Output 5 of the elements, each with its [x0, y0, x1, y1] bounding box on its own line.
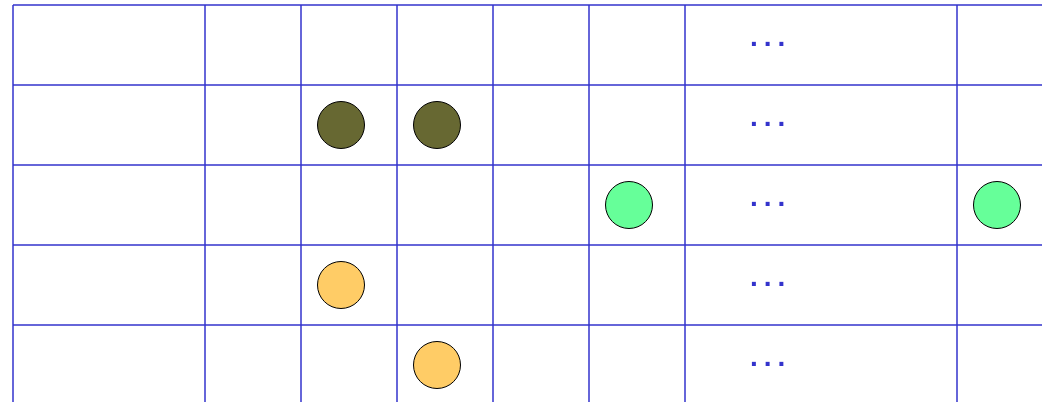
ellipsis: ... [750, 343, 792, 371]
ellipsis: ... [750, 103, 792, 131]
ellipsis: ... [750, 183, 792, 211]
ellipsis: ... [750, 263, 792, 291]
ellipsis: ... [750, 23, 792, 51]
